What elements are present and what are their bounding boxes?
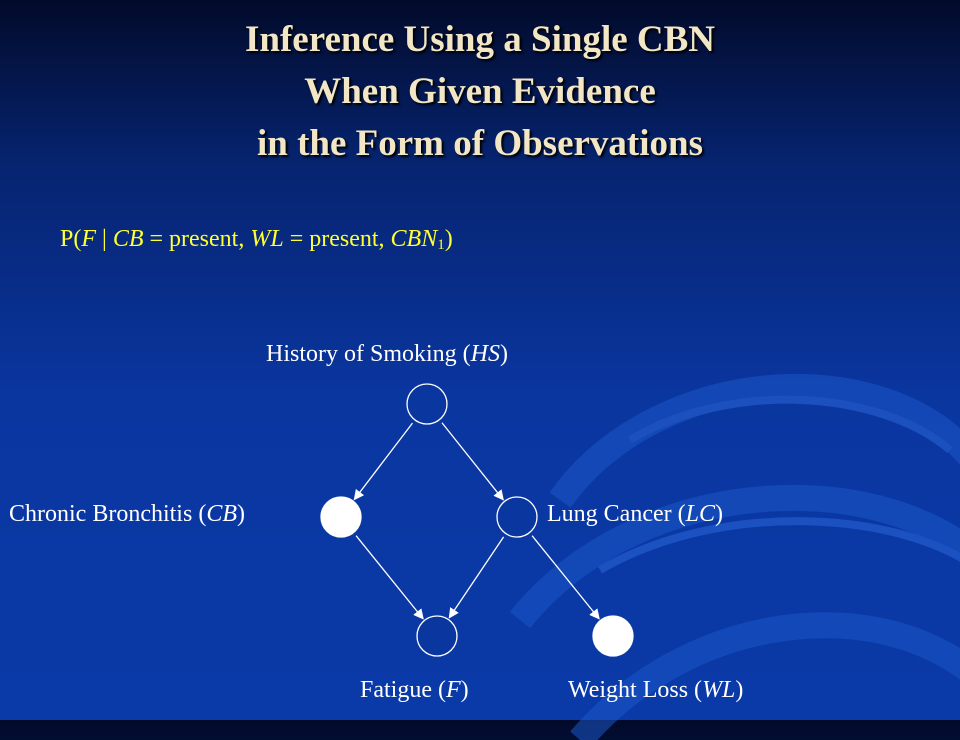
title-line-2: When Given Evidence [304,71,656,112]
node-label-weight-loss: Weight Loss (WL) [568,677,743,704]
formula-suffix: ) [444,226,453,252]
node-label-chronic-bronchitis: Chronic Bronchitis (CB) [9,501,245,528]
title-line-3: in the Form of Observations [256,123,704,164]
edge-lc-to-f [448,536,505,619]
node-label-name: Lung Cancer ( [547,501,686,527]
node-label-close: ) [236,501,245,527]
probability-query: P(F | CB = present, WL = present, CBN1) [60,226,453,254]
formula-model: CBN [390,226,438,252]
node-label-history-of-smoking: History of Smoking (HS) [266,341,508,368]
formula-ev2-var: WL [250,226,284,252]
formula-given: | [96,226,113,252]
node-label-close: ) [735,677,744,703]
formula-ev1-val: = present, [143,226,251,252]
node-label-abbr: CB [206,501,237,527]
node-label-abbr: HS [470,341,501,367]
node-label-name: History of Smoking ( [266,341,471,367]
node-label-abbr: WL [702,677,736,703]
node-lc-unobserved [496,496,538,538]
node-label-close: ) [460,677,469,703]
formula-ev1-var: CB [112,226,144,252]
node-label-close: ) [500,341,509,367]
formula-query-var: F [81,226,97,252]
node-hs-unobserved [406,383,448,425]
node-label-close: ) [714,501,723,527]
slide-title: Inference Using a Single CBN When Given … [0,14,960,170]
node-label-name: Fatigue ( [360,677,446,703]
node-label-abbr: F [445,677,461,703]
node-layer [320,383,634,657]
formula-ev2-val: = present, [283,226,391,252]
node-cb-observed [320,496,362,538]
bayesian-network [320,383,634,657]
edge-hs-to-cb [353,422,413,501]
formula-model-sub: 1 [437,237,445,253]
node-label-fatigue: Fatigue (F) [360,677,469,704]
node-label-name: Weight Loss ( [568,677,703,703]
node-label-lung-cancer: Lung Cancer (LC) [547,501,723,528]
node-wl-observed [592,615,634,657]
edge-layer [353,422,600,620]
formula-prefix: P( [60,226,82,252]
edge-hs-to-lc [441,422,504,501]
background-swirl [509,373,960,740]
edge-lc-to-wl [531,535,600,620]
node-label-abbr: LC [685,501,715,527]
edge-cb-to-f [355,535,424,620]
node-label-name: Chronic Bronchitis ( [9,501,207,527]
node-f-unobserved [416,615,458,657]
title-line-1: Inference Using a Single CBN [244,19,716,60]
